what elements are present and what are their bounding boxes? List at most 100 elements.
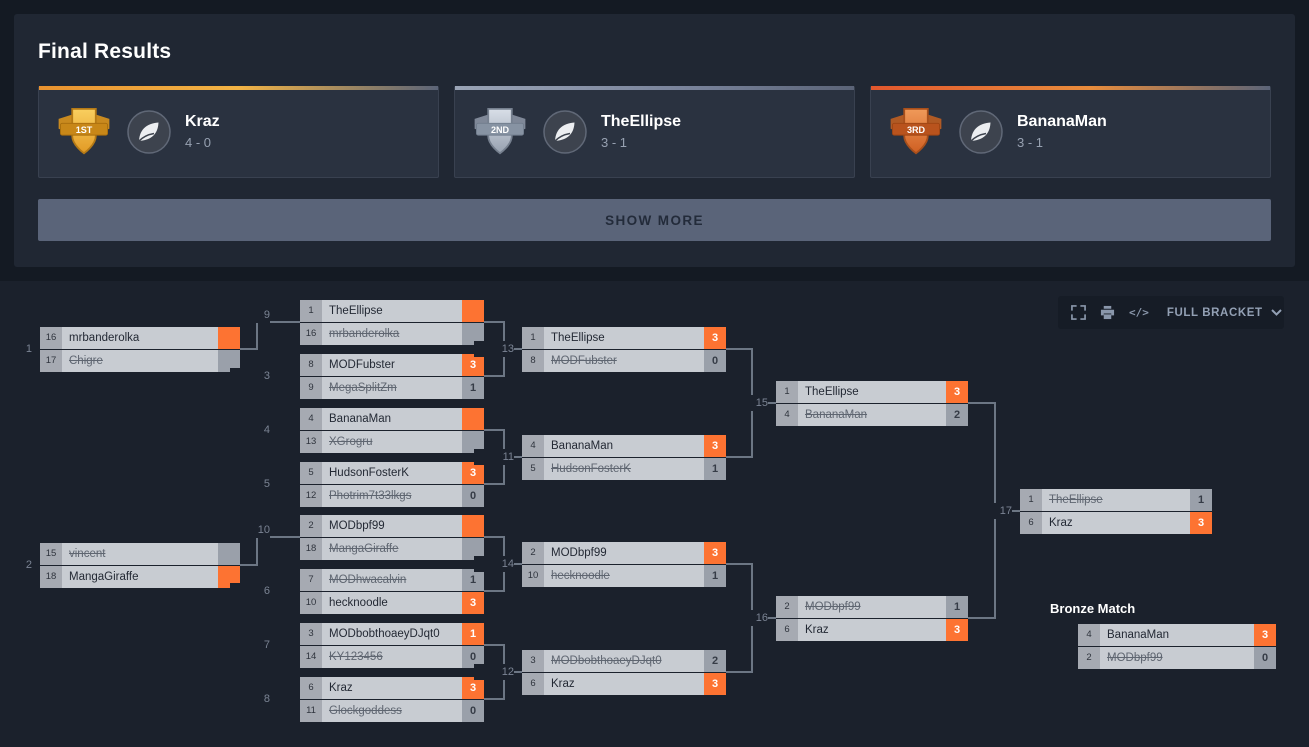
player-name: Kraz	[322, 677, 462, 699]
player-seed: 5	[522, 458, 544, 480]
bracket-match[interactable]: 15 vincent 18 MangaGiraffe	[40, 543, 240, 589]
bracket-match[interactable]: 3 MODbobthoaeyDJqt0 1 14 KY123456 0	[300, 623, 484, 669]
player-seed: 2	[776, 596, 798, 618]
match-player-row: 1 TheEllipse 3	[522, 327, 726, 349]
second-place-medal-icon: 2ND	[474, 107, 526, 155]
bracket-toolbar: </> FULL BRACKET	[1058, 296, 1284, 329]
player-score: 3	[462, 592, 484, 614]
bracket-match[interactable]: 1 TheEllipse 3 8 MODFubster 0	[522, 327, 726, 373]
match-player-row: 10 hecknoodle 3	[300, 592, 484, 614]
player-seed: 18	[300, 538, 322, 560]
player-name: Kraz	[1042, 512, 1190, 534]
bracket-connector	[726, 671, 753, 673]
second-place-accent-bar	[455, 86, 854, 90]
player-seed: 4	[776, 404, 798, 426]
match-player-row: 3 MODbobthoaeyDJqt0 1	[300, 623, 484, 645]
podium-card-first[interactable]: 1ST Kraz 4 - 0	[38, 86, 439, 178]
match-number: 2	[0, 557, 32, 573]
show-more-button[interactable]: SHOW MORE	[38, 199, 1271, 241]
third-place-record: 3 - 1	[1017, 135, 1044, 150]
bracket-match[interactable]: 1 TheEllipse 16 mrbanderolka	[300, 300, 484, 346]
bracket-match[interactable]: 2 MODbpf99 1 6 Kraz 3	[776, 596, 968, 642]
podium-card-second[interactable]: 2ND TheEllipse 3 - 1	[454, 86, 855, 178]
player-score	[218, 566, 240, 588]
player-name: MODhwacalvin	[322, 569, 462, 591]
player-seed: 1	[300, 300, 322, 322]
player-seed: 2	[522, 542, 544, 564]
second-place-name: TheEllipse	[601, 113, 682, 130]
match-player-row: 17 Chigre	[40, 350, 240, 372]
player-name: BananaMan	[322, 408, 462, 430]
match-player-row: 16 mrbanderolka	[40, 327, 240, 349]
match-player-row: 8 MODFubster 3	[300, 354, 484, 376]
bracket-match[interactable]: 1 TheEllipse 3 4 BananaMan 2	[776, 381, 968, 427]
bracket-match[interactable]: 4 BananaMan 3 5 HudsonFosterK 1	[522, 435, 726, 481]
bracket-connector	[484, 321, 505, 323]
bracket-match[interactable]: 8 MODFubster 3 9 MegaSplitZm 1	[300, 354, 484, 400]
bracket-connector	[726, 456, 753, 458]
bracket-match[interactable]: 2 MODbpf99 18 MangaGiraffe	[300, 515, 484, 561]
print-icon[interactable]	[1100, 305, 1115, 320]
player-seed: 4	[1078, 624, 1100, 646]
player-name: MODFubster	[544, 350, 704, 372]
bracket-match[interactable]: 5 HudsonFosterK 3 12 Photrim7t33lkgs 0	[300, 462, 484, 508]
final-results-panel: Final Results 1ST Kraz 4 - 0	[14, 14, 1295, 267]
bracket-connector	[484, 375, 505, 377]
player-score	[462, 515, 484, 537]
player-seed: 18	[40, 566, 62, 588]
player-name: Photrim7t33lkgs	[322, 485, 462, 507]
player-seed: 16	[300, 323, 322, 345]
bracket-connector	[484, 590, 505, 592]
player-score: 3	[704, 435, 726, 457]
player-score: 3	[704, 327, 726, 349]
podium-card-third[interactable]: 3RD BananaMan 3 - 1	[870, 86, 1271, 178]
player-score: 2	[946, 404, 968, 426]
player-seed: 15	[40, 543, 62, 565]
player-seed: 1	[776, 381, 798, 403]
player-name: MangaGiraffe	[322, 538, 462, 560]
player-score	[218, 327, 240, 349]
player-score	[462, 408, 484, 430]
bracket-match[interactable]: 6 Kraz 3 11 Glockgoddess 0	[300, 677, 484, 723]
bracket-view-selector[interactable]: FULL BRACKET	[1167, 307, 1282, 319]
fullscreen-icon[interactable]	[1071, 305, 1086, 320]
bracket-match[interactable]: 2 MODbpf99 3 10 hecknoodle 1	[522, 542, 726, 588]
match-player-row: 4 BananaMan	[300, 408, 484, 430]
player-score	[218, 350, 240, 372]
first-place-name: Kraz	[185, 113, 220, 130]
player-name: MODbpf99	[544, 542, 704, 564]
bracket-connector	[256, 536, 300, 538]
match-player-row: 6 Kraz 3	[776, 619, 968, 641]
bracket-match[interactable]: 1 TheEllipse 1 6 Kraz 3	[1020, 489, 1212, 535]
player-score	[218, 543, 240, 565]
match-number: 15	[728, 395, 768, 411]
embed-icon[interactable]: </>	[1129, 306, 1149, 319]
bracket-connector	[484, 483, 505, 485]
bracket-match[interactable]: 7 MODhwacalvin 1 10 hecknoodle 3	[300, 569, 484, 615]
player-score: 3	[462, 354, 484, 376]
match-number: 17	[972, 503, 1012, 519]
match-number: 7	[230, 637, 270, 653]
bracket-match[interactable]: 3 MODbobthoaeyDJqt0 2 6 Kraz 3	[522, 650, 726, 696]
player-seed: 12	[300, 485, 322, 507]
second-place-record: 3 - 1	[601, 135, 628, 150]
match-player-row: 14 KY123456 0	[300, 646, 484, 668]
bracket-match[interactable]: 4 BananaMan 13 XGrogru	[300, 408, 484, 454]
match-player-row: 9 MegaSplitZm 1	[300, 377, 484, 399]
player-seed: 5	[300, 462, 322, 484]
match-number: 5	[230, 476, 270, 492]
bracket-match[interactable]: 16 mrbanderolka 17 Chigre	[40, 327, 240, 373]
player-name: XGrogru	[322, 431, 462, 453]
player-name: TheEllipse	[544, 327, 704, 349]
player-seed: 2	[300, 515, 322, 537]
player-score: 3	[946, 619, 968, 641]
player-name: Kraz	[798, 619, 946, 641]
player-name: MODbpf99	[322, 515, 462, 537]
first-place-record: 4 - 0	[185, 135, 212, 150]
player-score: 1	[462, 377, 484, 399]
player-name: HudsonFosterK	[544, 458, 704, 480]
bracket-match[interactable]: 4 BananaMan 3 2 MODbpf99 0	[1078, 624, 1276, 670]
player-score: 1	[462, 623, 484, 645]
bronze-match-title: Bronze Match	[1050, 601, 1136, 616]
match-number: 11	[474, 449, 514, 465]
